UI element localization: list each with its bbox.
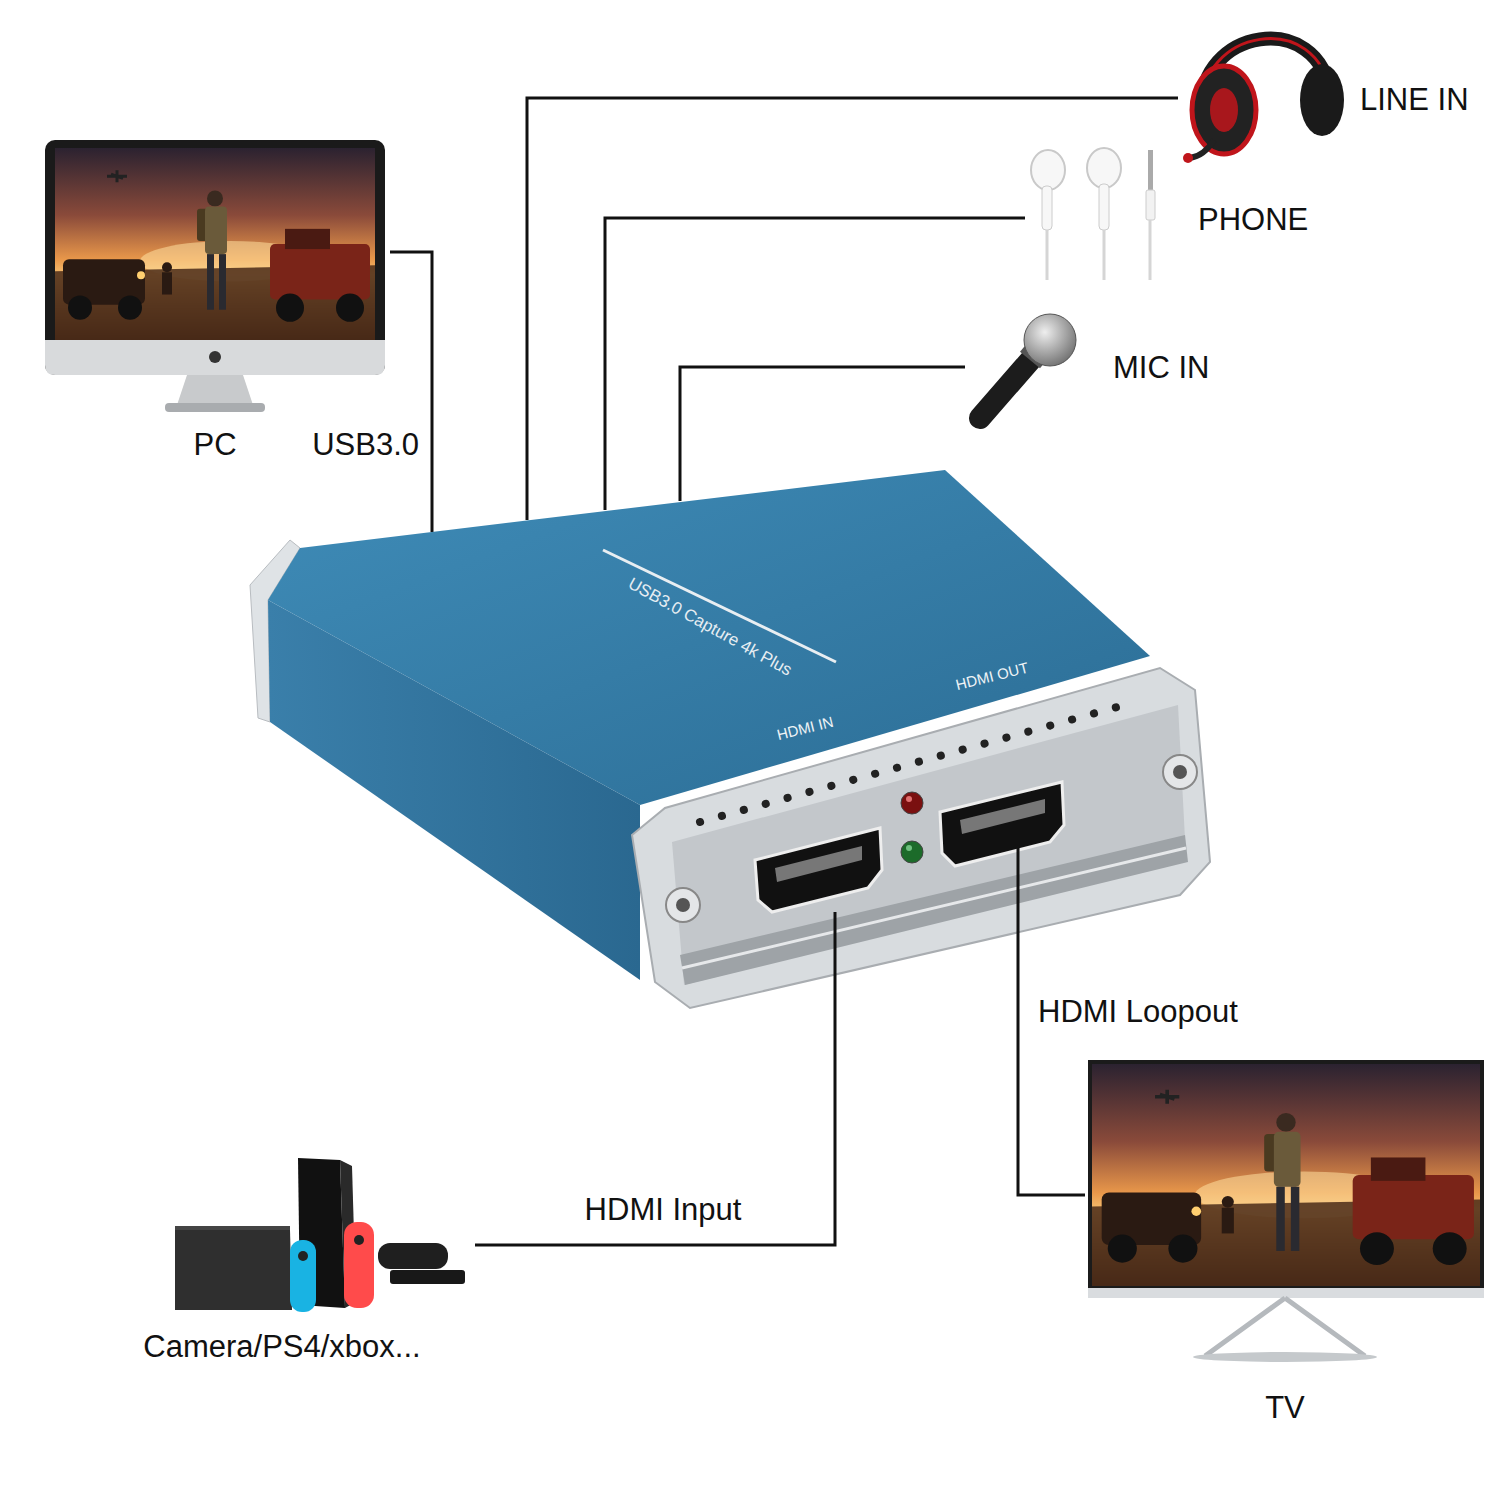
ear-cup	[1300, 64, 1344, 136]
tv-stand	[1205, 1298, 1365, 1356]
pc-node: PC	[45, 140, 390, 469]
device-title: USB3.0 Capture 4k Plus	[625, 574, 796, 680]
cable	[431, 465, 434, 532]
cable	[604, 465, 607, 510]
earbud	[1031, 150, 1065, 190]
joycon-stick	[354, 1235, 364, 1245]
screw	[666, 888, 700, 922]
monitor-base	[165, 403, 265, 412]
earbud-stem	[1099, 184, 1109, 230]
jack-pin	[1148, 150, 1153, 190]
led-glint	[906, 796, 912, 802]
tv-bezel	[1088, 1060, 1484, 1298]
port-label: HDMI OUT	[954, 659, 1030, 694]
hdmi-out-port	[940, 782, 1064, 866]
led-glint	[906, 845, 912, 851]
monitor-stand	[177, 375, 253, 405]
port-label: HDMI IN	[775, 713, 835, 744]
mic-tip	[1183, 153, 1193, 163]
gamepad	[378, 1243, 448, 1269]
green-led	[901, 841, 923, 863]
connection-label: HDMI Loopout	[1035, 994, 1241, 1030]
tv-screen	[1092, 1064, 1480, 1286]
ear-cup	[1192, 66, 1256, 154]
pc-monitor	[45, 140, 385, 412]
switch-dock	[175, 1230, 292, 1310]
capture-device	[250, 465, 1210, 1015]
connector-line	[605, 218, 1025, 465]
mic-boom	[1190, 140, 1214, 158]
connector-line	[680, 367, 965, 465]
device-caption: PC	[193, 427, 236, 463]
earbud	[1087, 148, 1121, 188]
vent-holes	[700, 703, 1132, 822]
screw-head	[676, 898, 690, 912]
headset	[1183, 39, 1344, 163]
cable	[679, 465, 682, 501]
side-face	[268, 600, 640, 980]
connector-line	[527, 98, 1178, 465]
bottom-rail	[680, 835, 1188, 985]
jack-cable	[1149, 220, 1152, 280]
connection-label: HDMI Input	[582, 1192, 745, 1228]
screw	[1163, 755, 1197, 789]
front-bezel	[632, 668, 1210, 1008]
device-caption: MIC IN	[1113, 350, 1209, 386]
cable	[1017, 848, 1020, 1015]
tv-node: TV	[1085, 1055, 1490, 1435]
earphone-node: PHONE	[1025, 145, 1325, 285]
headset-node: LINE IN	[1178, 15, 1490, 165]
monitor-chin	[45, 340, 385, 375]
port-slot	[960, 799, 1045, 834]
joycon-blue	[290, 1240, 316, 1312]
earbud-cable	[1046, 230, 1049, 280]
connection-label: USB3.0	[309, 427, 422, 463]
mic-grille	[1024, 314, 1076, 366]
hdmi-in-port	[755, 828, 882, 912]
camera-bar	[390, 1270, 465, 1284]
consoles	[175, 1158, 465, 1312]
tv-base	[1193, 1352, 1377, 1362]
monitor-screen	[55, 148, 375, 340]
microphone-node: MIC IN	[965, 315, 1230, 430]
ear-cup-light	[1210, 88, 1238, 132]
connector-line	[1018, 1015, 1085, 1195]
top-stripe	[603, 550, 836, 662]
mic-handle	[980, 356, 1034, 418]
cable	[526, 465, 529, 520]
logo-dot	[209, 351, 221, 363]
tv	[1088, 1060, 1484, 1362]
device-caption: TV	[1265, 1390, 1305, 1426]
port-slot	[775, 846, 862, 882]
joycon-stick	[298, 1251, 308, 1261]
connector-line	[475, 1015, 835, 1245]
red-led	[901, 792, 923, 814]
joycon-red	[344, 1222, 374, 1308]
earbud-cable	[1103, 230, 1106, 280]
jack-body	[1146, 190, 1155, 220]
device-caption: PHONE	[1198, 202, 1308, 238]
microphone	[980, 314, 1076, 418]
device-caption: LINE IN	[1360, 82, 1469, 118]
capture-device-node: USB3.0 Capture 4k PlusHDMI IN HDMI OUT	[255, 465, 1215, 1015]
earphones	[1031, 148, 1155, 280]
tv-chin	[1088, 1288, 1484, 1298]
monitor-bezel	[45, 140, 385, 375]
console-node: Camera/PS4/xbox...	[125, 1150, 475, 1375]
screw-head	[1173, 765, 1187, 779]
device-caption: Camera/PS4/xbox...	[143, 1329, 420, 1365]
cable	[834, 912, 837, 1015]
earbud-stem	[1042, 186, 1052, 230]
